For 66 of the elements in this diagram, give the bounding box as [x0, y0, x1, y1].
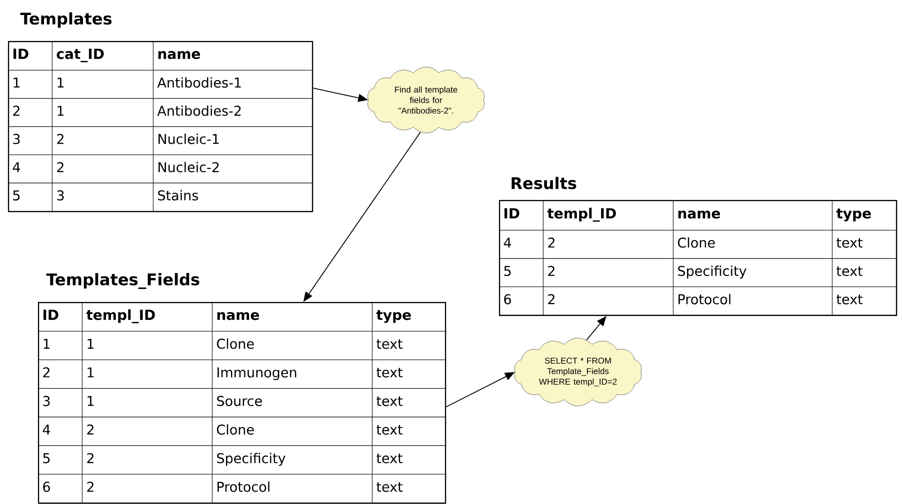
table-cell: 1 — [82, 388, 212, 418]
table-cell: Protocol — [212, 474, 372, 503]
table-cell: 6 — [499, 286, 544, 316]
table-cell: 2 — [38, 360, 82, 389]
table-cell: 2 — [52, 126, 154, 155]
table-cell: Clone — [673, 230, 832, 259]
table-cell: text — [832, 230, 896, 259]
table-cell: Clone — [212, 331, 372, 360]
table-cell: Nucleic-2 — [153, 154, 312, 184]
table-cell: Clone — [212, 416, 372, 446]
table-cell: Antibodies-2 — [153, 98, 312, 127]
table-cell: 6 — [38, 474, 82, 503]
table-cell: 2 — [8, 98, 52, 127]
table-cell: 3 — [8, 126, 52, 155]
table-cell: Source — [212, 388, 372, 418]
header-cell: name — [153, 41, 312, 70]
table-cell: 5 — [38, 445, 82, 474]
table-cell: 2 — [52, 154, 154, 184]
header-cell: templ_ID — [543, 200, 674, 230]
header-cell: ID — [38, 302, 82, 332]
table-cell: 5 — [8, 182, 52, 212]
table-cell: 1 — [82, 331, 212, 360]
table-cell: text — [832, 258, 896, 287]
table-cell: 3 — [52, 182, 154, 212]
table-cell: 4 — [38, 416, 82, 446]
table-cell: 1 — [52, 98, 154, 127]
table-title: Templates_Fields — [46, 273, 200, 289]
table-cell: Antibodies-1 — [153, 70, 312, 99]
table-cell: 2 — [543, 286, 674, 316]
header-cell: cat_ID — [52, 41, 154, 70]
table-cell: Nucleic-1 — [153, 126, 312, 155]
table-cell: text — [372, 474, 446, 503]
header-cell: templ_ID — [82, 302, 212, 332]
header-cell: name — [212, 302, 372, 332]
table-cell: 1 — [38, 331, 82, 360]
table-cell: text — [372, 416, 446, 446]
table-cell: 1 — [8, 70, 52, 99]
table-cell: 1 — [82, 360, 212, 389]
table-cell: 2 — [543, 230, 674, 259]
table-cell: Specificity — [673, 258, 832, 287]
table-cell: text — [832, 286, 896, 316]
table-cell: text — [372, 360, 446, 389]
table-cell: 1 — [52, 70, 154, 99]
table-title: Results — [512, 176, 576, 190]
table-cell: 4 — [8, 154, 52, 184]
table-cell: Protocol — [673, 286, 832, 316]
arrow — [586, 316, 606, 340]
table-cell: 2 — [82, 474, 212, 503]
table-cell: text — [372, 445, 446, 474]
table-title: Templates — [20, 12, 112, 28]
table-cell: text — [372, 331, 446, 360]
table-cell: 2 — [543, 258, 674, 287]
header-cell: type — [372, 302, 446, 332]
header-cell: ID — [8, 41, 52, 70]
table-cell: Immunogen — [212, 360, 372, 389]
table-cell: Specificity — [212, 445, 372, 474]
header-cell: ID — [499, 200, 544, 230]
table-cell: 5 — [499, 258, 544, 287]
header-cell: type — [832, 200, 896, 230]
table-cell: text — [372, 388, 446, 418]
table-cell: 2 — [82, 416, 212, 446]
header-cell: name — [673, 200, 832, 230]
table-cell: Stains — [153, 182, 312, 212]
table-cell: 3 — [38, 388, 82, 418]
table-cell: 2 — [82, 445, 212, 474]
table-cell: 4 — [499, 230, 544, 259]
